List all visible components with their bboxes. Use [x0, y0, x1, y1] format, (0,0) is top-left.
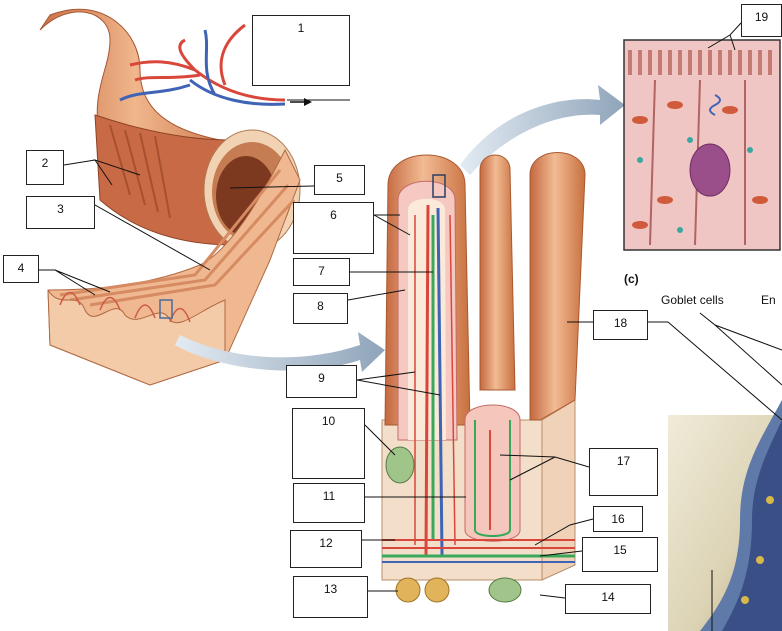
label-box-1[interactable]: 1: [252, 15, 350, 86]
epithelial-cell-panel: [623, 39, 781, 251]
label-2-text: 2: [41, 156, 49, 170]
label-box-15[interactable]: 15: [582, 537, 658, 572]
label-box-13[interactable]: 13: [293, 576, 368, 618]
label-box-17[interactable]: 17: [589, 448, 658, 496]
mesenteric-vessels: [119, 23, 312, 106]
label-box-14[interactable]: 14: [565, 584, 651, 614]
micrograph: [668, 400, 782, 631]
label-17-text: 17: [616, 454, 631, 468]
label-box-18[interactable]: 18: [593, 310, 648, 340]
label-1-text: 1: [297, 21, 305, 35]
label-box-4[interactable]: 4: [3, 255, 39, 283]
label-box-19[interactable]: 19: [741, 4, 782, 37]
label-box-11[interactable]: 11: [293, 483, 365, 523]
label-13-text: 13: [323, 582, 338, 596]
label-12-text: 12: [319, 536, 333, 550]
villus-block: [381, 152, 586, 603]
label-box-3[interactable]: 3: [26, 196, 95, 229]
label-8-text: 8: [317, 299, 324, 313]
label-11-text: 11: [322, 489, 336, 503]
label-box-9[interactable]: 9: [286, 365, 357, 398]
label-5-text: 5: [336, 171, 343, 185]
label-19-text: 19: [754, 10, 769, 24]
label-16-text: 16: [611, 512, 625, 526]
label-3-text: 3: [57, 202, 64, 216]
label-10-text: 10: [321, 414, 336, 428]
label-box-10[interactable]: 10: [292, 408, 365, 479]
zoom-arrow-to-villus: [175, 332, 385, 372]
label-15-text: 15: [613, 543, 627, 557]
label-18-text: 18: [613, 316, 628, 330]
intestine-tube: [39, 8, 301, 386]
zoom-arrow-to-cells: [460, 85, 625, 175]
label-box-6[interactable]: 6: [293, 202, 374, 254]
label-box-2[interactable]: 2: [26, 150, 64, 185]
label-14-text: 14: [601, 590, 615, 604]
label-6-text: 6: [330, 208, 337, 222]
label-box-5[interactable]: 5: [314, 165, 365, 195]
panel-c-letter: (c): [624, 272, 639, 286]
label-4-text: 4: [17, 261, 25, 275]
label-7-text: 7: [318, 264, 325, 278]
label-box-12[interactable]: 12: [290, 530, 362, 568]
label-box-8[interactable]: 8: [293, 293, 348, 324]
label-box-16[interactable]: 16: [593, 506, 643, 532]
goblet-cells-caption: Goblet cells: [661, 293, 724, 307]
label-box-7[interactable]: 7: [293, 258, 350, 286]
label-9-text: 9: [318, 371, 325, 385]
en-caption: En: [761, 293, 776, 307]
